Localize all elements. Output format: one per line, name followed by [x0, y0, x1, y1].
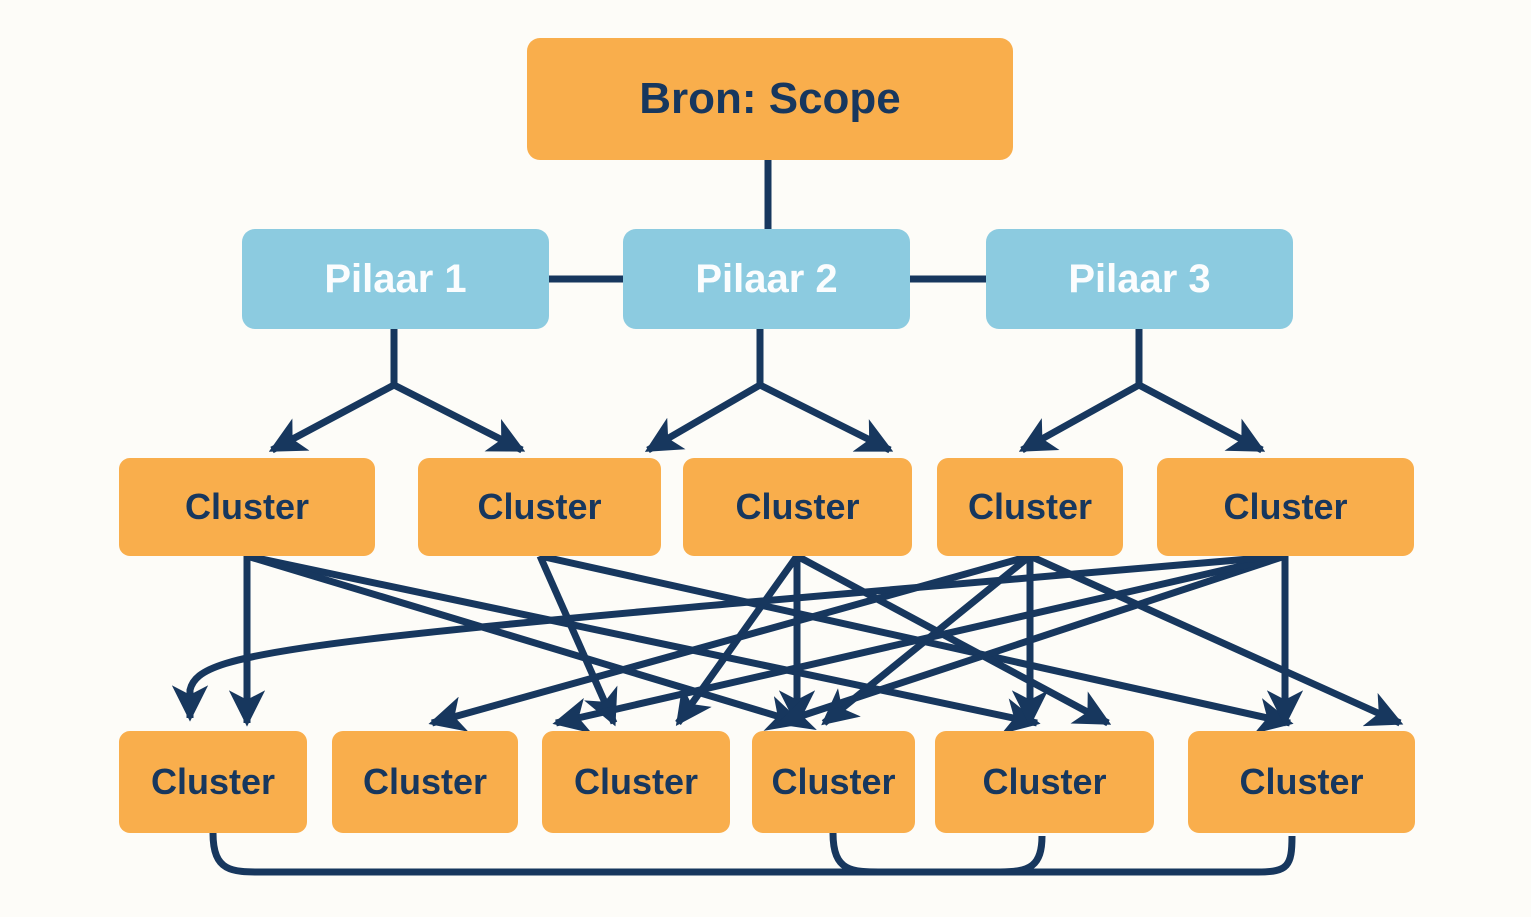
- node-cluster-mid-2-label: Cluster: [477, 486, 602, 527]
- edge-curve-to-bot1: [171, 552, 1286, 722]
- node-cluster-bottom-5-label: Cluster: [982, 761, 1107, 802]
- edge-pillar1-to-mid1: [268, 381, 396, 454]
- node-cluster-bottom-3-label: Cluster: [573, 761, 699, 802]
- node-pilaar-2[interactable]: Pilaar 2: [623, 229, 910, 329]
- node-bron-scope[interactable]: Bron: Scope: [527, 38, 1013, 160]
- node-cluster-mid-2[interactable]: Cluster: [418, 458, 661, 556]
- edge-pillar2-to-mid4: [758, 381, 894, 454]
- node-cluster-mid-4-label: Cluster: [967, 486, 1093, 527]
- node-cluster-bottom-6[interactable]: Cluster: [1188, 731, 1415, 833]
- edge-mid2-to-bot6: [539, 552, 1294, 734]
- node-cluster-bottom-5[interactable]: Cluster: [935, 731, 1154, 833]
- edge-mid1-to-bot5: [246, 552, 1041, 735]
- edge-mid4-to-bot2b: [428, 552, 1031, 732]
- edge-rail-bot1-to-bot5: [209, 832, 1046, 876]
- node-cluster-bottom-2-label: Cluster: [362, 761, 488, 802]
- edge-pillar3-to-mid4b: [1018, 381, 1141, 454]
- edge-mid3-to-bot3b: [675, 553, 800, 726]
- node-cluster-mid-3[interactable]: Cluster: [683, 458, 912, 556]
- node-pilaar-2-label: Pilaar 2: [695, 257, 838, 301]
- node-pilaar-3-label: Pilaar 3: [1068, 257, 1211, 301]
- node-cluster-mid-3-label: Cluster: [735, 486, 860, 527]
- edge-mid1-to-bot4: [245, 552, 804, 731]
- edge-mid5-to-bot4c: [776, 552, 1287, 730]
- node-cluster-mid-1[interactable]: Cluster: [119, 458, 375, 556]
- edge-pillar1-to-mid2: [392, 381, 526, 454]
- node-cluster-mid-4[interactable]: Cluster: [937, 458, 1123, 556]
- edge-mid2-to-bot3: [536, 554, 618, 727]
- node-pilaar-1[interactable]: Pilaar 1: [242, 229, 549, 329]
- edge-rail-bot4-to-bot6: [829, 832, 1296, 876]
- node-pilaar-3[interactable]: Pilaar 3: [986, 229, 1293, 329]
- node-pilaar-1-label: Pilaar 1: [324, 257, 467, 301]
- node-cluster-bottom-4-label: Cluster: [771, 761, 896, 802]
- edge-mid5-to-bot3c: [552, 552, 1286, 734]
- edge-pillar3-to-mid5: [1137, 381, 1266, 454]
- node-cluster-bottom-3[interactable]: Cluster: [542, 731, 730, 833]
- node-cluster-bottom-1[interactable]: Cluster: [119, 731, 307, 833]
- node-bron-scope-label: Bron: Scope: [639, 74, 901, 123]
- node-cluster-bottom-1-label: Cluster: [150, 761, 276, 802]
- edge-mid4-to-bot4b: [821, 553, 1033, 726]
- edge-mid3-to-bot5b: [795, 552, 1112, 727]
- node-cluster-mid-5[interactable]: Cluster: [1157, 458, 1414, 556]
- node-cluster-bottom-4[interactable]: Cluster: [752, 731, 915, 833]
- node-cluster-mid-1-label: Cluster: [184, 486, 310, 527]
- node-cluster-bottom-2[interactable]: Cluster: [332, 731, 518, 833]
- node-cluster-mid-5-label: Cluster: [1223, 486, 1348, 527]
- edge-pillar2-to-mid3: [644, 381, 762, 454]
- node-cluster-bottom-6-label: Cluster: [1239, 761, 1364, 802]
- edge-mid4-to-bot6b: [1028, 552, 1404, 727]
